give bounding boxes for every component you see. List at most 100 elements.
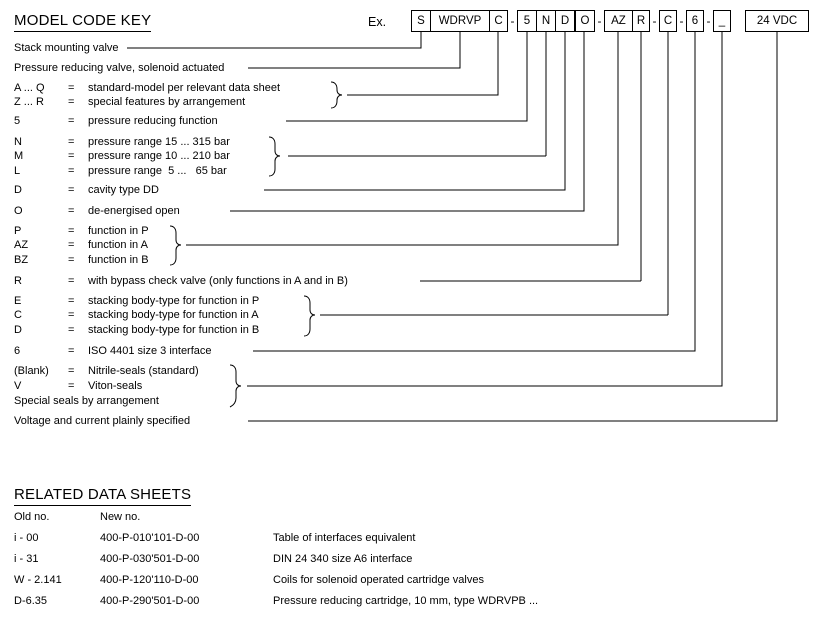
legend-row-range-n: N = pressure range 15 ... 315 bar (14, 135, 230, 149)
cell-description: Coils for solenoid operated cartridge va… (273, 574, 484, 586)
legend-row-stack-mounting: Stack mounting valve (14, 41, 119, 55)
legend-row-standard-model: A ... Q = standard-model per relevant da… (14, 81, 280, 95)
code-box-c1: C (489, 10, 508, 32)
legend-eq: = (68, 165, 75, 177)
legend-key: 6 (14, 345, 21, 357)
legend-key: AZ (14, 239, 29, 251)
legend-eq: = (68, 205, 75, 217)
legend-eq: = (68, 82, 75, 94)
legend-desc: cavity type DD (88, 184, 159, 196)
connector-line-az (186, 32, 619, 246)
legend-row-range-l: L = pressure range 5 ... 65 bar (14, 164, 227, 178)
legend-row-de-energised: O = de-energised open (14, 204, 180, 218)
table-row: D-6.35 400-P-290'501-D-00 Pressure reduc… (14, 591, 538, 612)
table-row: W - 2.141 400-P-120'110-D-00 Coils for s… (14, 570, 538, 591)
legend-key: D (14, 324, 22, 336)
legend-row-nitrile-seals: (Blank) = Nitrile-seals (standard) (14, 364, 199, 378)
code-separator: - (679, 14, 684, 28)
brace-stacking-body (303, 295, 316, 337)
cell-new-no: 400-P-290'501-D-00 (100, 595, 200, 607)
legend-row-special-features: Z ... R = special features by arrangemen… (14, 95, 245, 109)
table-row: i - 00 400-P-010'101-D-00 Table of inter… (14, 528, 538, 549)
legend-row-viton-seals: V = Viton-seals (14, 379, 142, 393)
legend-desc: Special seals by arrangement (14, 395, 159, 407)
code-box-r: R (632, 10, 650, 32)
cell-description: Table of interfaces equivalent (273, 532, 416, 544)
legend-key: L (14, 165, 21, 177)
legend-eq: = (68, 324, 75, 336)
col-header-new-no: New no. (100, 511, 141, 523)
legend-desc: pressure range 5 ... 65 bar (88, 165, 227, 177)
example-label: Ex. (368, 15, 387, 29)
legend-desc: standard-model per relevant data sheet (88, 82, 281, 94)
legend-desc: function in A (88, 239, 148, 251)
legend-key: BZ (14, 254, 29, 266)
legend-row-function-b: BZ = function in B (14, 253, 149, 267)
legend-eq: = (68, 254, 75, 266)
legend-key: O (14, 205, 23, 217)
legend-key: C (14, 309, 22, 321)
cell-new-no: 400-P-120'110-D-00 (100, 574, 199, 586)
legend-desc: Pressure reducing valve, solenoid actuat… (14, 62, 225, 74)
table-row: i - 31 400-P-030'501-D-00 DIN 24 340 siz… (14, 549, 538, 570)
legend-eq: = (68, 239, 75, 251)
code-separator: - (597, 14, 602, 28)
legend-key: E (14, 295, 22, 307)
col-header-old-no: Old no. (14, 511, 50, 523)
legend-key: 5 (14, 115, 21, 127)
legend-desc: Voltage and current plainly specified (14, 415, 191, 427)
legend-desc: stacking body-type for function in B (88, 324, 260, 336)
legend-row-pressure-reducing-valve: Pressure reducing valve, solenoid actuat… (14, 61, 224, 75)
connector-line-voltage (248, 32, 778, 422)
code-separator: - (706, 14, 711, 28)
legend-desc: Nitrile-seals (standard) (88, 365, 199, 377)
legend-row-stacking-a: C = stacking body-type for function in A (14, 308, 259, 322)
brace-pressure-range (268, 136, 281, 177)
voltage-box: 24 VDC (745, 10, 809, 32)
cell-old-no: W - 2.141 (14, 574, 62, 586)
code-box-blank: _ (713, 10, 731, 32)
legend-desc: special features by arrangement (88, 96, 246, 108)
legend-row-special-seals: Special seals by arrangement (14, 394, 159, 408)
code-box-d: D (555, 10, 575, 32)
cell-old-no: i - 31 (14, 553, 39, 565)
legend-key: A ... Q (14, 82, 45, 94)
code-box-wdrvp: WDRVP (430, 10, 490, 32)
legend-desc: with bypass check valve (only functions … (88, 275, 348, 287)
legend-key: R (14, 275, 22, 287)
code-box-c2: C (659, 10, 677, 32)
code-box-6: 6 (686, 10, 704, 32)
legend-desc: function in P (88, 225, 149, 237)
legend-eq: = (68, 365, 75, 377)
related-data-sheets-title: RELATED DATA SHEETS (14, 486, 192, 506)
connector-line-c1 (347, 32, 499, 96)
legend-eq: = (68, 345, 75, 357)
legend-desc: stacking body-type for function in A (88, 309, 259, 321)
legend-eq: = (68, 380, 75, 392)
legend-row-cavity: D = cavity type DD (14, 183, 159, 197)
code-box-s: S (411, 10, 431, 32)
brace-standard-special (330, 81, 343, 109)
code-box-n: N (536, 10, 556, 32)
legend-row-bypass: R = with bypass check valve (only functi… (14, 274, 348, 288)
legend-desc: Viton-seals (88, 380, 143, 392)
legend-row-voltage: Voltage and current plainly specified (14, 414, 190, 428)
legend-desc: de-energised open (88, 205, 180, 217)
code-separator: - (652, 14, 657, 28)
connector-line-wdrvp (248, 32, 461, 69)
code-box-o: O (574, 10, 595, 32)
legend-desc: ISO 4401 size 3 interface (88, 345, 212, 357)
legend-row-iso-interface: 6 = ISO 4401 size 3 interface (14, 344, 212, 358)
cell-old-no: D-6.35 (14, 595, 48, 607)
cell-old-no: i - 00 (14, 532, 39, 544)
connector-line-blank (247, 32, 723, 387)
legend-row-range-m: M = pressure range 10 ... 210 bar (14, 149, 230, 163)
legend-eq: = (68, 295, 75, 307)
code-box-az: AZ (604, 10, 633, 32)
table-header-row: Old no. New no. (14, 507, 538, 528)
legend-eq: = (68, 309, 75, 321)
connector-line-6 (253, 32, 696, 352)
legend-key: Z ... R (14, 96, 44, 108)
legend-desc: Stack mounting valve (14, 42, 119, 54)
cell-new-no: 400-P-030'501-D-00 (100, 553, 200, 565)
